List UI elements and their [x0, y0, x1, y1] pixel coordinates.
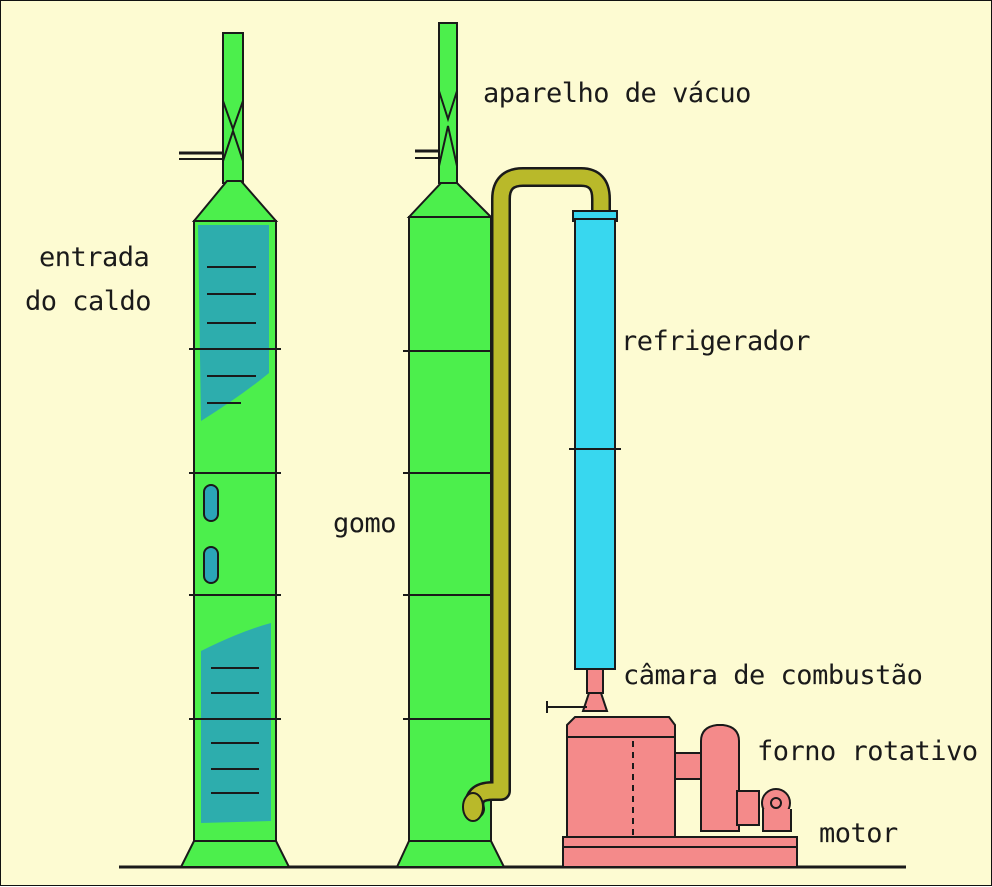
label-rotary-kiln: forno rotativo [757, 736, 978, 767]
middle-column-body [408, 216, 492, 842]
label-vacuum-device: aparelho de vácuo [483, 78, 751, 109]
combustion-chamber [546, 668, 609, 713]
left-liquid-lower [201, 623, 271, 823]
label-motor: motor [819, 818, 898, 849]
middle-column-cap [406, 182, 494, 218]
left-window-2 [203, 546, 219, 584]
middle-column [395, 22, 506, 868]
refrigerator [569, 210, 621, 670]
rotary-kiln [562, 716, 798, 868]
middle-vacuum-tube [438, 22, 458, 184]
left-window-1 [203, 484, 219, 522]
left-column-base [179, 840, 291, 868]
label-inlet-line2: do caldo [25, 286, 152, 317]
left-column [179, 32, 291, 868]
vapor-pipe [462, 167, 611, 822]
label-combustion-chamber: câmara de combustão [623, 660, 923, 691]
left-column-cap [191, 180, 279, 222]
refrigerator-body [574, 218, 616, 670]
middle-column-base [395, 840, 506, 868]
label-section: gomo [333, 508, 397, 539]
label-refrigerator: refrigerador [621, 326, 811, 357]
label-inlet-line1: entrada [39, 242, 150, 273]
